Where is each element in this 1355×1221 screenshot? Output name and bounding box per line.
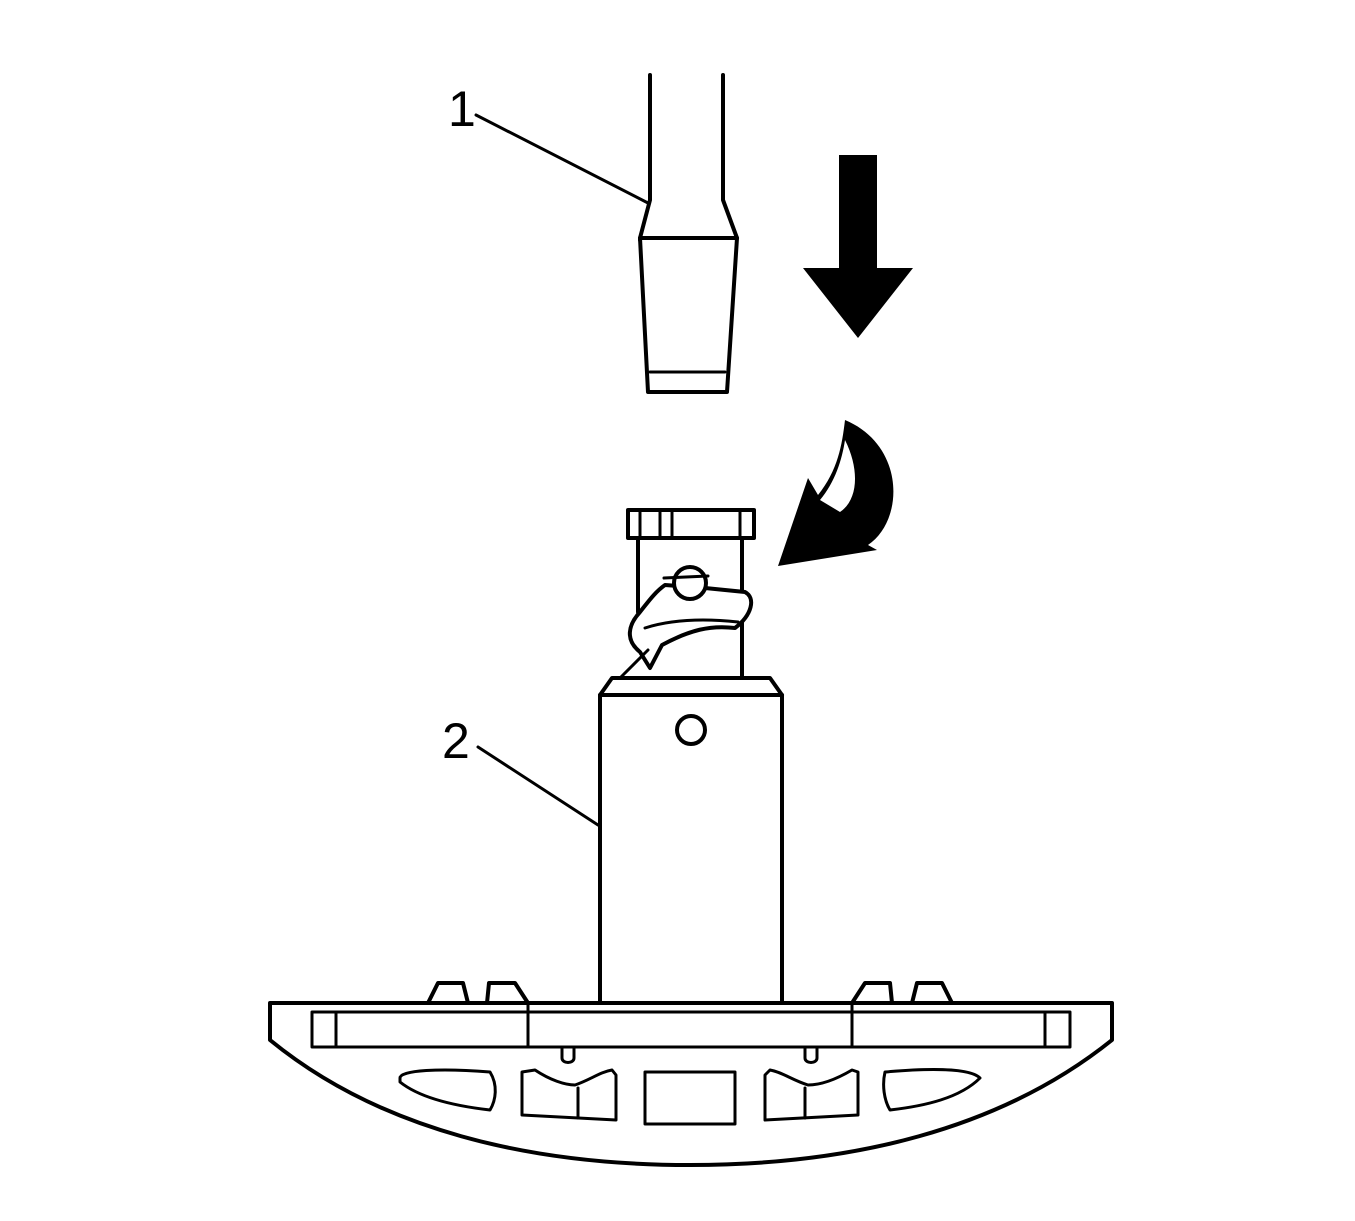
- callout-2-label: 2: [442, 713, 470, 769]
- tool-shaft: [638, 73, 739, 394]
- curved-arrow-icon: [778, 420, 894, 566]
- callout-1-label: 1: [448, 81, 476, 137]
- down-arrow-icon: [803, 155, 913, 338]
- fixture-assembly: [268, 508, 1114, 1167]
- callout-2: 2: [442, 713, 600, 827]
- callout-1: 1: [448, 81, 650, 205]
